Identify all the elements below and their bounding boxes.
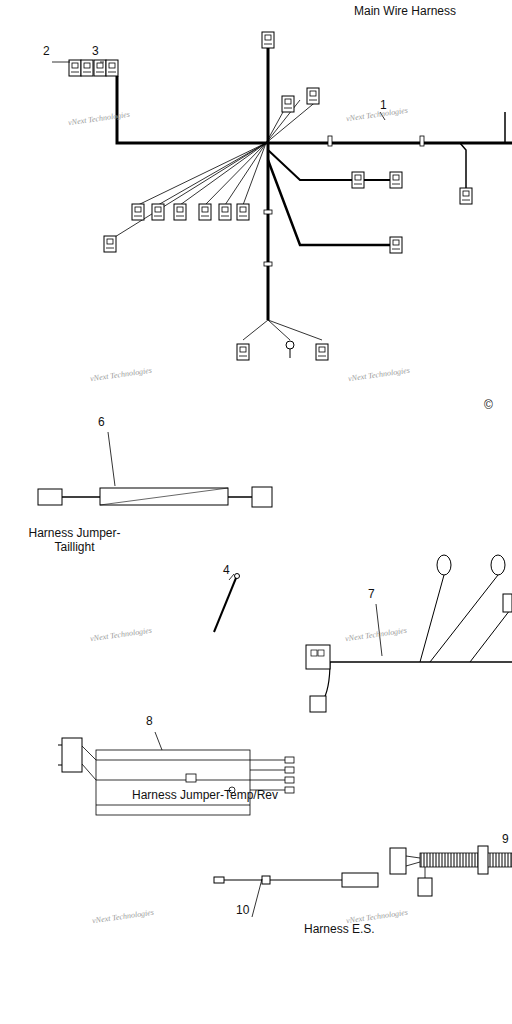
watermark: vNext Technologies xyxy=(92,908,155,927)
watermark: vNext Technologies xyxy=(68,110,131,129)
part-title: Harness E.S. xyxy=(304,922,375,936)
callout-number: 9 xyxy=(502,832,509,846)
callout-number: 7 xyxy=(368,587,375,601)
callout-number: 6 xyxy=(98,415,105,429)
callout-number: 4 xyxy=(223,563,230,577)
callout-number: 2 xyxy=(43,44,50,58)
callout-number: 10 xyxy=(236,903,249,917)
part-title: Harness Jumper-Taillight xyxy=(12,526,137,554)
watermark: vNext Technologies xyxy=(90,626,153,645)
copyright-mark: © xyxy=(484,398,493,412)
watermark: vNext Technologies xyxy=(90,366,153,385)
part-title: Harness Jumper-Temp/Rev xyxy=(130,788,280,802)
callout-number: 8 xyxy=(146,714,153,728)
watermark: vNext Technologies xyxy=(346,106,409,125)
watermark: vNext Technologies xyxy=(345,626,408,645)
callout-number: 3 xyxy=(92,44,99,58)
watermark: vNext Technologies xyxy=(348,366,411,385)
watermark: vNext Technologies xyxy=(346,908,409,927)
part-title: Main Wire Harness xyxy=(350,4,460,18)
